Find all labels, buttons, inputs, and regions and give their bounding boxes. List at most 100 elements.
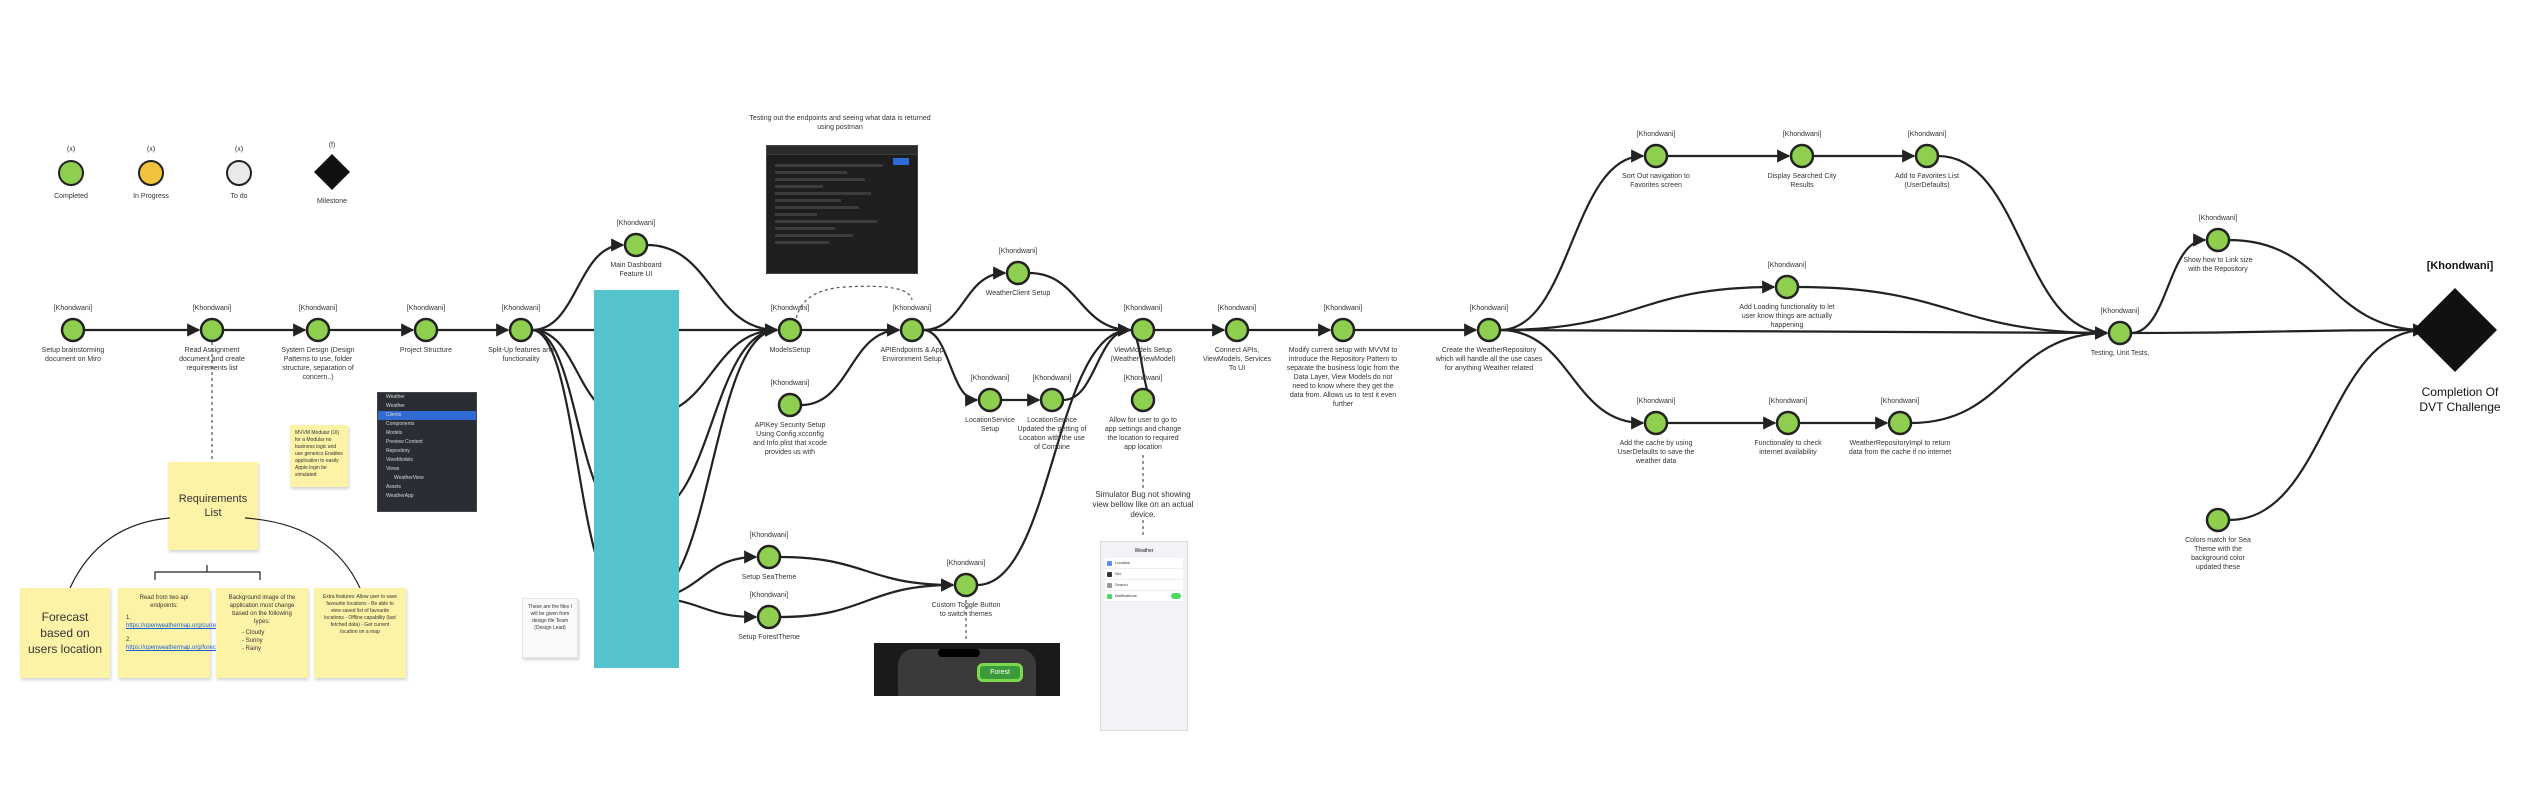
task-node-apikey-security[interactable] — [777, 392, 803, 418]
node-assignee: [Khondwani] — [53, 305, 93, 312]
dashed-connector-endpoints — [794, 285, 913, 331]
settings-title: Weather — [1134, 548, 1154, 554]
edge-add_favorites-to-testing — [1937, 154, 2109, 340]
file-row: Preview Content — [386, 439, 423, 445]
file-row: Repository — [386, 448, 410, 454]
node-assignee: [Khondwani] — [770, 380, 810, 387]
bg-type: - Cloudy — [242, 630, 265, 636]
edge-main_dashboard-to-models_setup — [646, 243, 779, 337]
node-label: APIEndpoints & App Environment Setup — [880, 347, 944, 363]
node-label: Split-Up features and functionality — [488, 347, 554, 363]
node-label: Setup brainstorming document on Miro — [41, 347, 105, 363]
node-assignee: [Khondwani] — [616, 220, 656, 227]
legend-marker-to-do — [226, 160, 252, 186]
file-row: WeatherApp — [386, 493, 414, 499]
node-label: Testing, Unit Tests, — [2090, 350, 2150, 357]
extras-sticky: Extra features: Allow user to save favou… — [314, 588, 406, 678]
forecast-text: Forecast based on users location — [27, 610, 103, 656]
legend-label: Completed — [54, 193, 88, 200]
node-assignee: [Khondwani] — [1123, 375, 1163, 382]
legend-label: Milestone — [317, 198, 347, 205]
file-row: Weather — [386, 403, 405, 409]
node-assignee: [Khondwani] — [892, 305, 932, 312]
node-label: System Design (Design Patterns to use, f… — [281, 347, 355, 381]
background-image-text: Background image of the application must… — [228, 595, 296, 625]
node-label: Custom Toggle Button to switch themes — [931, 602, 1001, 618]
send-button — [893, 158, 909, 165]
node-label: Create the WeatherRepository which will … — [1435, 347, 1543, 372]
file-row: Models — [386, 430, 403, 436]
edge-show_link-to-milestone — [2228, 238, 2427, 337]
task-node-project-structure[interactable] — [413, 317, 439, 343]
task-node-sort-navigation[interactable] — [1643, 143, 1669, 169]
toggle-phone-screenshot: Forest — [874, 643, 1060, 696]
task-node-main-dashboard[interactable] — [623, 232, 649, 258]
node-label: WeatherClient Setup — [985, 290, 1051, 297]
task-node-add-cache[interactable] — [1643, 410, 1669, 436]
node-assignee: [Khondwani] — [406, 305, 446, 312]
node-label: LocationService Updated the getting of L… — [1017, 417, 1087, 451]
background-image-sticky: Background image of the application must… — [216, 588, 308, 678]
node-assignee: [Khondwani] — [946, 560, 986, 567]
task-node-check-internet[interactable] — [1775, 410, 1801, 436]
node-assignee: [Khondwani] — [1636, 398, 1676, 405]
task-node-create-repo[interactable] — [1476, 317, 1502, 343]
milestone-diamond[interactable] — [2413, 288, 2497, 372]
task-node-api-endpoints[interactable] — [899, 317, 925, 343]
task-node-split-features[interactable] — [508, 317, 534, 343]
endpoint-1: 1. https://openweathermap.org/current — [126, 615, 222, 629]
edge-custom_toggle-to-viewmodels_setup — [976, 323, 1132, 587]
task-node-custom-toggle[interactable] — [953, 572, 979, 598]
task-node-add-favorites[interactable] — [1914, 143, 1940, 169]
settings-row: Search — [1105, 580, 1183, 591]
endpoints-heading: Read from two api endpoints: — [139, 595, 189, 609]
task-node-brainstorm[interactable] — [60, 317, 86, 343]
edge-split_features-to-main_dashboard — [531, 238, 625, 332]
task-node-display-city[interactable] — [1789, 143, 1815, 169]
forecast-sticky: Forecast based on users location — [20, 588, 110, 678]
endpoint-2-link[interactable]: https://openweathermap.org/forecast5 — [126, 645, 228, 651]
node-label: Functionality to check internet availabi… — [1754, 440, 1822, 456]
node-label: Colors match for Sea Theme with the back… — [2185, 537, 2251, 571]
task-node-setup-sea-theme[interactable] — [756, 544, 782, 570]
legend-marker-in-progress — [138, 160, 164, 186]
task-node-system-design[interactable] — [305, 317, 331, 343]
node-assignee: [Khondwani] — [1469, 305, 1509, 312]
node-label: Add the cache by using UserDefaults to s… — [1617, 440, 1695, 465]
node-assignee: [Khondwani] — [970, 375, 1010, 382]
requirements-sticky: Requirements List — [168, 462, 258, 550]
task-node-allow-settings[interactable] — [1130, 387, 1156, 413]
task-node-viewmodels-setup[interactable] — [1130, 317, 1156, 343]
node-assignee: [Khondwani] — [2198, 215, 2238, 222]
task-node-modify-setup[interactable] — [1330, 317, 1356, 343]
legend-mark: (x) — [234, 146, 244, 153]
node-label: Project Structure — [399, 347, 453, 354]
task-node-location-service-setup[interactable] — [977, 387, 1003, 413]
task-node-connect-apis[interactable] — [1224, 317, 1250, 343]
edge-colors_match-to-milestone — [2228, 323, 2427, 522]
task-node-weather-client[interactable] — [1005, 260, 1031, 286]
task-node-setup-forest-theme[interactable] — [756, 604, 782, 630]
node-label: Display Searched City Results — [1767, 173, 1837, 189]
task-node-show-link[interactable] — [2205, 227, 2231, 253]
edge-add_loading-to-testing — [1797, 285, 2109, 340]
edge-weather_client-to-viewmodels_setup — [1028, 271, 1132, 337]
task-node-testing[interactable] — [2107, 320, 2133, 346]
endpoints-sticky: Read from two api endpoints: 1. https://… — [118, 588, 227, 678]
task-node-read-assignment[interactable] — [199, 317, 225, 343]
task-node-models-setup[interactable] — [777, 317, 803, 343]
file-row: Assets — [386, 484, 402, 490]
node-assignee: [Khondwani] — [1768, 398, 1808, 405]
node-label: ModelsSetup — [769, 347, 811, 354]
legend-mark: (x) — [66, 146, 76, 153]
task-node-repo-impl[interactable] — [1887, 410, 1913, 436]
node-label: APIKey Security Setup Using Config.xccon… — [753, 422, 827, 456]
task-node-colors-match[interactable] — [2205, 507, 2231, 533]
endpoint-1-link[interactable]: https://openweathermap.org/current — [126, 623, 222, 629]
node-label: Setup ForestTheme — [738, 634, 800, 641]
task-node-add-loading[interactable] — [1774, 274, 1800, 300]
edge-testing-to-milestone — [2130, 323, 2427, 337]
settings-row: Location — [1105, 558, 1183, 569]
task-node-location-service-update[interactable] — [1039, 387, 1065, 413]
node-assignee: [Khondwani] — [1782, 131, 1822, 138]
